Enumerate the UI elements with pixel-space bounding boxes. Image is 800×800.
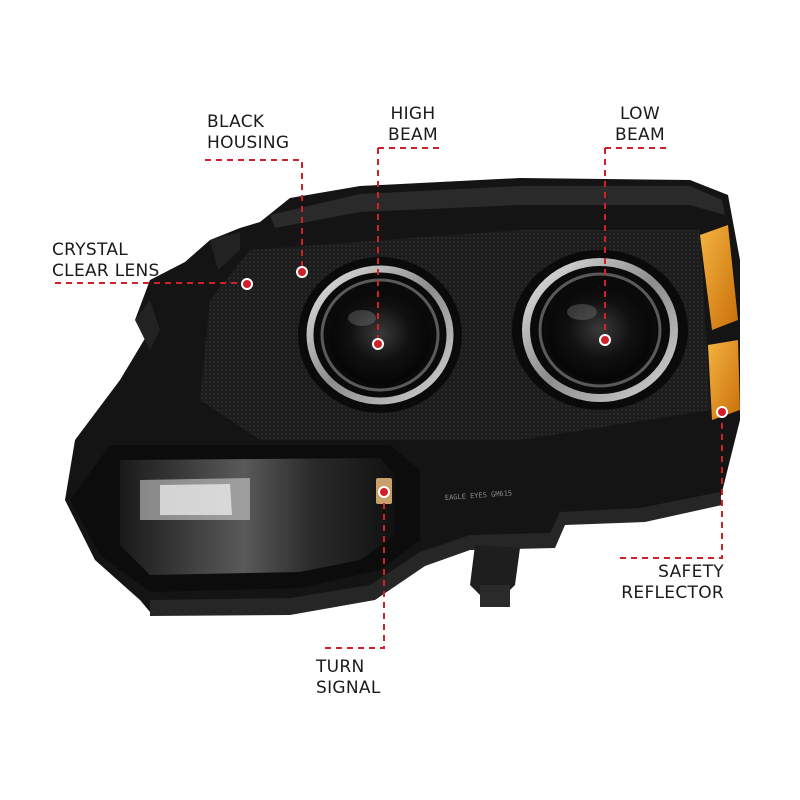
label-low-beam: LOW BEAM bbox=[615, 104, 665, 145]
marker-high-beam bbox=[372, 338, 384, 350]
low-beam-projector bbox=[512, 250, 688, 410]
leader-turn-signal bbox=[320, 492, 385, 649]
marker-low-beam bbox=[599, 334, 611, 346]
label-turn-signal: TURN SIGNAL bbox=[316, 657, 381, 698]
high-beam-projector bbox=[298, 257, 462, 413]
label-safety-reflector: SAFETY REFLECTOR bbox=[621, 562, 724, 603]
marker-turn-signal bbox=[378, 486, 390, 498]
marker-crystal-lens bbox=[241, 278, 253, 290]
callout-markers bbox=[241, 266, 728, 498]
label-black-housing: BLACK HOUSING bbox=[207, 112, 290, 153]
marker-safety-reflector bbox=[716, 406, 728, 418]
leader-black-housing bbox=[205, 159, 303, 270]
marker-black-housing bbox=[296, 266, 308, 278]
leader-low-beam bbox=[604, 147, 666, 338]
label-crystal-clear-lens: CRYSTAL CLEAR LENS bbox=[52, 240, 160, 281]
leader-safety-reflector bbox=[620, 412, 723, 559]
label-high-beam: HIGH BEAM bbox=[388, 104, 438, 145]
callout-lines bbox=[55, 147, 723, 649]
